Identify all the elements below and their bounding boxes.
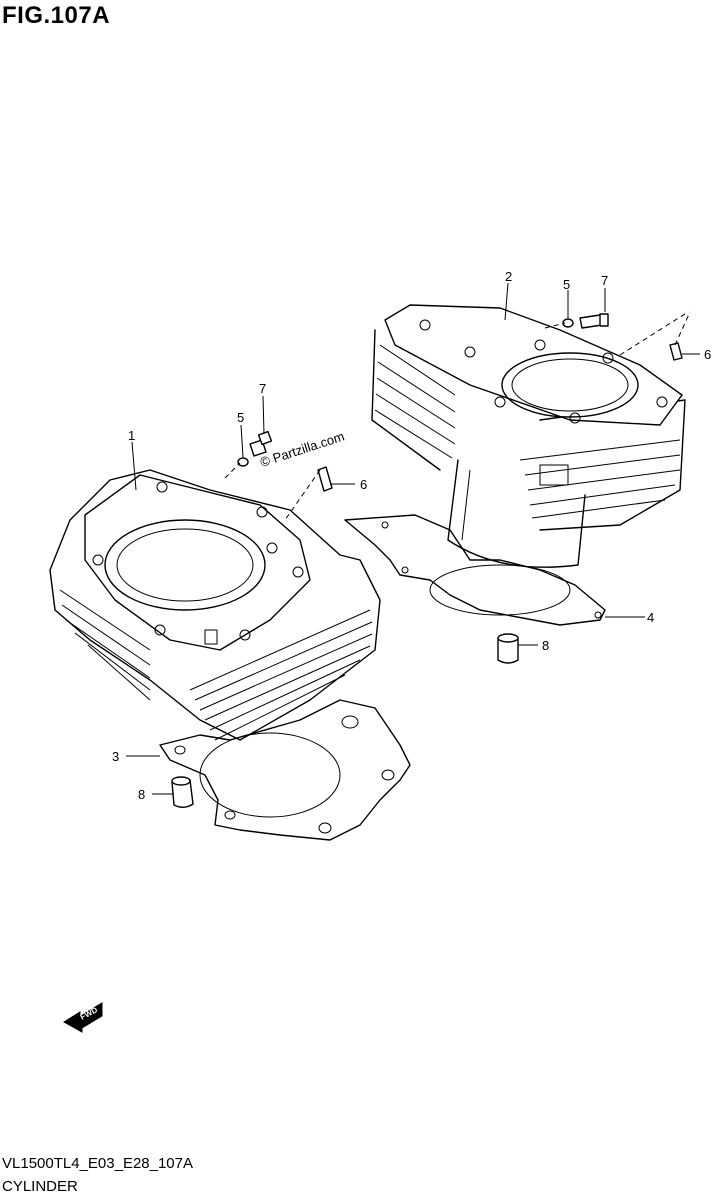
callout-1: 1: [128, 428, 135, 443]
rear-stud: [669, 342, 683, 361]
front-washer: [237, 457, 249, 467]
callout-5-front: 5: [237, 410, 244, 425]
front-stud: [317, 466, 333, 492]
callout-7-rear: 7: [601, 273, 608, 288]
callout-6-front: 6: [360, 477, 367, 492]
callout-4: 4: [647, 610, 654, 625]
diagram-name: CYLINDER: [2, 1178, 78, 1195]
callout-8-rear: 8: [542, 638, 549, 653]
callout-2: 2: [505, 269, 512, 284]
rear-bolt: [579, 313, 609, 329]
callout-7-front: 7: [259, 381, 266, 396]
front-cylinder-base-gasket: [159, 699, 411, 841]
callout-8-front: 8: [138, 787, 145, 802]
front-bolt: [249, 430, 273, 457]
figure-title: FIG.107A: [2, 2, 111, 29]
partzilla-watermark: © Partzilla.com: [258, 429, 346, 470]
rear-dowel-pin: [497, 633, 519, 664]
callout-6-rear: 6: [704, 347, 711, 362]
rear-cylinder: [371, 304, 686, 568]
front-cylinder: [49, 469, 381, 741]
leader-lines: [126, 282, 700, 795]
front-dowel-pin: [171, 776, 194, 808]
callout-5-rear: 5: [563, 277, 570, 292]
forward-direction-arrow: FWD: [63, 1002, 103, 1033]
rear-cylinder-base-gasket: [344, 514, 606, 626]
diagram-code: VL1500TL4_E03_E28_107A: [2, 1155, 194, 1172]
callout-3: 3: [112, 749, 119, 764]
